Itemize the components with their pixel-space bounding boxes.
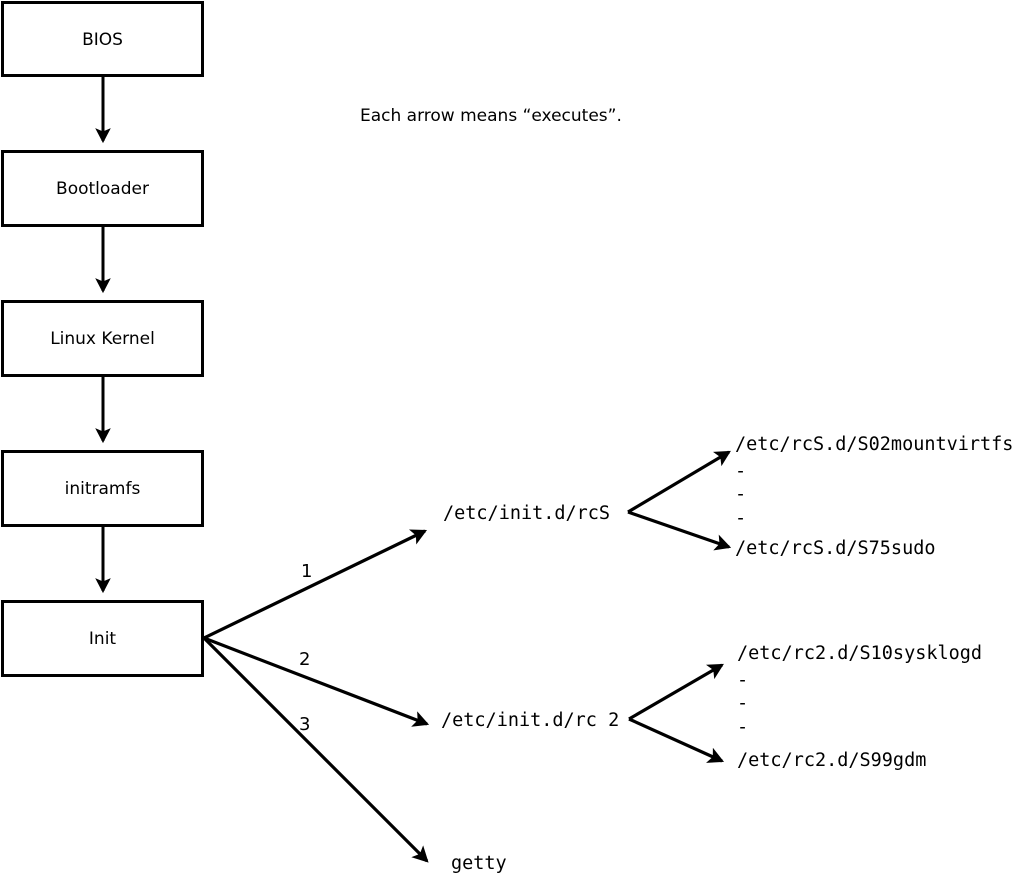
script-rcs-ellipsis-3: -: [735, 508, 746, 529]
node-initramfs-label: initramfs: [65, 479, 141, 499]
node-bios[interactable]: BIOS: [1, 1, 204, 77]
script-rc2-ellipsis-3: -: [737, 717, 748, 738]
node-bios-rect: [1, 1, 204, 77]
edge-number-1: 1: [301, 561, 312, 582]
node-init-label: Init: [89, 629, 117, 649]
arrow-init-to-getty: [202, 636, 429, 863]
script-rc2-last[interactable]: /etc/rc2.d/S99gdm: [737, 750, 926, 771]
edge-number-3: 3: [299, 714, 310, 735]
node-init[interactable]: Init: [1, 600, 204, 677]
node-init-rect: [1, 600, 204, 677]
script-rcs-ellipsis-2: -: [735, 484, 746, 505]
node-initramfs[interactable]: initramfs: [1, 450, 204, 527]
node-linux-kernel-rect: [1, 300, 204, 377]
diagram-caption: Each arrow means “executes”.: [360, 106, 622, 126]
node-init-d-rc2[interactable]: /etc/init.d/rc 2: [441, 710, 619, 731]
node-bootloader[interactable]: Bootloader: [1, 150, 204, 227]
script-rc2-ellipsis-2: -: [737, 693, 748, 714]
script-rcs-last[interactable]: /etc/rcS.d/S75sudo: [735, 538, 935, 559]
node-linux-kernel-label: Linux Kernel: [50, 329, 155, 349]
edge-number-2: 2: [299, 649, 310, 670]
script-rc2-ellipsis-1: -: [737, 670, 748, 691]
node-initramfs-rect: [1, 450, 204, 527]
node-linux-kernel[interactable]: Linux Kernel: [1, 300, 204, 377]
arrow-init-to-rcs: [203, 529, 428, 640]
arrow-rcs-to-last-script: [627, 510, 732, 551]
node-bios-label: BIOS: [82, 30, 123, 50]
arrow-init-to-rc2: [203, 636, 430, 727]
arrow-rcs-to-first-script: [627, 450, 731, 514]
script-rc2-first[interactable]: /etc/rc2.d/S10sysklogd: [737, 643, 982, 664]
node-init-d-rcs[interactable]: /etc/init.d/rcS: [443, 503, 610, 524]
script-rcs-ellipsis-1: -: [735, 461, 746, 482]
arrow-rc2-to-last-script: [628, 717, 725, 763]
script-rcs-first[interactable]: /etc/rcS.d/S02mountvirtfs: [735, 434, 1013, 455]
node-bootloader-rect: [1, 150, 204, 227]
node-bootloader-label: Bootloader: [56, 179, 149, 199]
node-getty[interactable]: getty: [451, 853, 507, 874]
arrow-rc2-to-first-script: [628, 663, 724, 721]
